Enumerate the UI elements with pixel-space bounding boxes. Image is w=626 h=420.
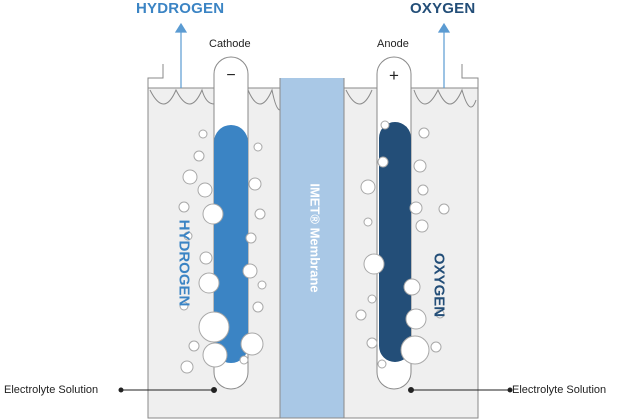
electrolyte-solution-right-label: Electrolyte Solution xyxy=(512,384,607,396)
anode-fill xyxy=(379,122,411,362)
hydrogen-side-label: HYDROGEN xyxy=(175,219,193,307)
cathode-fill xyxy=(214,125,248,363)
oxygen-output-label: OXYGEN xyxy=(410,0,476,17)
tank-left-wall xyxy=(147,64,164,418)
solution-leaders xyxy=(118,387,513,393)
tank-right-wall xyxy=(461,64,479,418)
bubbles xyxy=(178,120,450,374)
electrolyte-solution-left-label: Electrolyte Solution xyxy=(4,384,99,396)
membrane xyxy=(280,78,344,418)
liquid-surface-right xyxy=(345,89,373,105)
cathode-label: Cathode xyxy=(209,38,251,50)
membrane-label: IMET® Membrane xyxy=(307,183,323,293)
oxygen-side-label: OXYGEN xyxy=(430,252,448,318)
liquid-surface-left xyxy=(149,88,215,105)
anode-label: Anode xyxy=(377,38,409,50)
oxygen-arrow xyxy=(437,22,451,88)
cathode-sign: − xyxy=(226,67,235,84)
hydrogen-output-label: HYDROGEN xyxy=(136,0,225,17)
hydrogen-arrow xyxy=(174,22,188,88)
anode-sign: + xyxy=(389,66,399,85)
